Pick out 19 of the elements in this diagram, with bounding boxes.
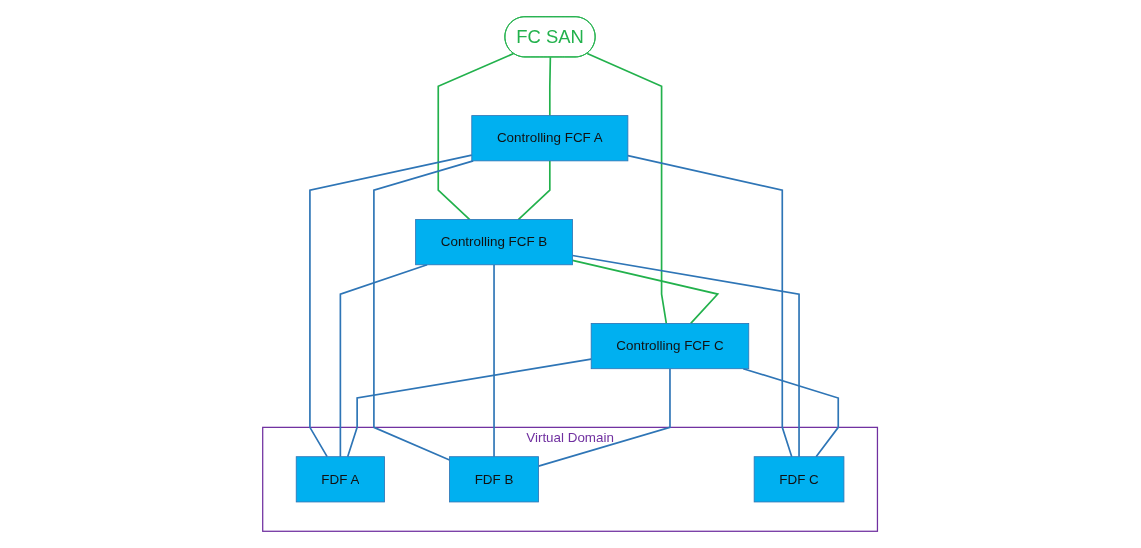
node-box: FDF B <box>449 456 540 503</box>
node-box: Controlling FCF C <box>591 323 750 370</box>
node-box: Controlling FCF A <box>471 115 629 162</box>
connector <box>309 154 474 458</box>
connector <box>493 263 496 458</box>
node-box: FDF C <box>754 456 845 503</box>
connector <box>517 160 552 221</box>
node-box: FDF A <box>296 456 386 503</box>
connector <box>572 259 720 325</box>
node-box: Controlling FCF B <box>415 219 574 266</box>
connector <box>627 154 793 458</box>
connector <box>586 52 668 325</box>
connector <box>538 367 672 467</box>
connector <box>549 56 552 117</box>
connector <box>437 52 515 221</box>
connector <box>347 358 593 458</box>
connector <box>339 263 429 458</box>
connector <box>742 367 840 458</box>
connector <box>572 254 801 458</box>
